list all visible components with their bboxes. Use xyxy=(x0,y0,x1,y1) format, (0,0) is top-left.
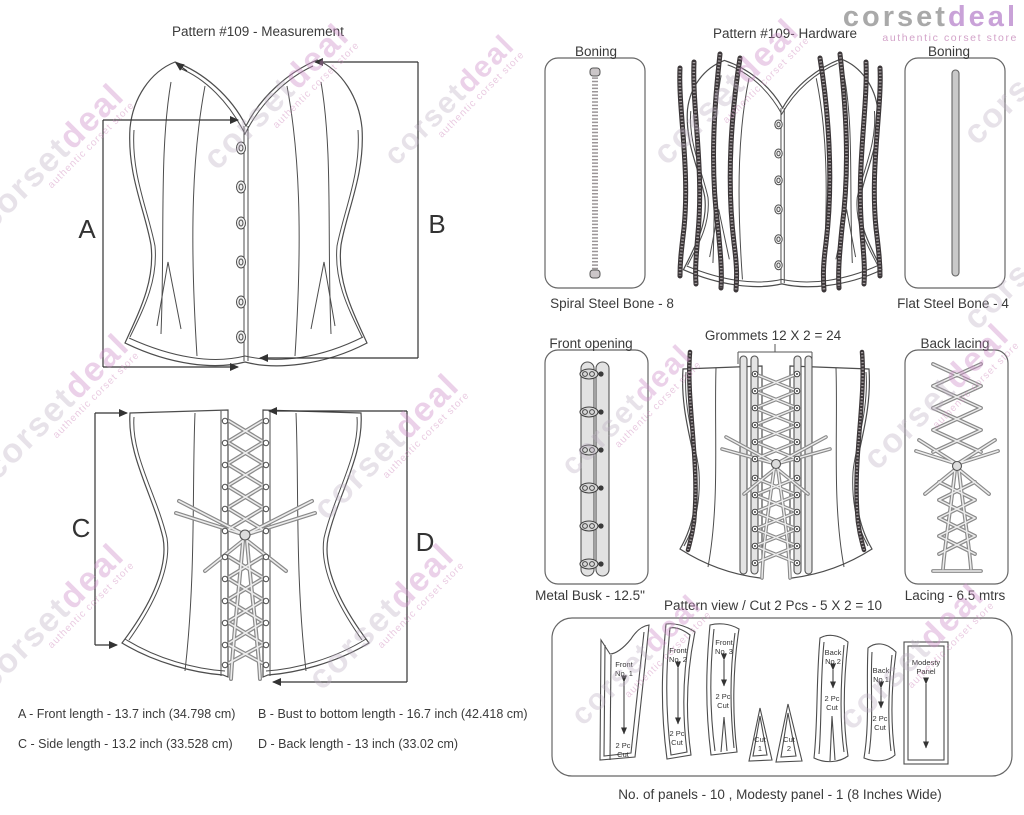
flat-steel-bone-drawing xyxy=(904,57,1006,289)
piece-front3-name-line1: Front xyxy=(715,638,733,647)
piece-front2-name-line1: Front xyxy=(669,646,687,655)
back-lacing-drawing xyxy=(904,349,1009,585)
note-back-length: D - Back length - 13 inch (33.02 cm) xyxy=(258,737,459,751)
piece-front1-cut-line1: 2 Pc xyxy=(615,741,630,750)
brand-logo-wordmark: corsetdeal xyxy=(843,3,1018,32)
piece-back1-name-line2: No.1 xyxy=(873,675,889,684)
flat-steel-bone-caption: Flat Steel Bone - 4 xyxy=(897,296,1009,311)
back-corset-measurement-drawing: C D xyxy=(72,407,435,686)
spiral-steel-bone-caption: Spiral Steel Bone - 8 xyxy=(550,296,674,311)
piece-front2-cut-line2: Cut xyxy=(671,738,684,747)
grommets-label: Grommets 12 X 2 = 24 xyxy=(704,328,842,343)
metal-busk-caption: Metal Busk - 12.5" xyxy=(535,588,645,603)
lacing-caption: Lacing - 6.5 mtrs xyxy=(904,588,1006,603)
piece-front2-cut-line1: 2 Pc xyxy=(669,729,684,738)
piece-cut1-label-line2: 1 xyxy=(758,744,762,753)
note-bust-to-bottom-length: B - Bust to bottom length - 16.7 inch (4… xyxy=(258,707,528,721)
piece-back2-cut-line2: Cut xyxy=(826,703,839,712)
boning-right-label: Boning xyxy=(927,44,971,59)
piece-front1-name-line1: Front xyxy=(615,660,633,669)
piece-back2-name-line1: Back xyxy=(825,648,842,657)
piece-cut2-label-line1: Cut xyxy=(783,735,796,744)
pattern-view-drawing: Front No. 1 2 Pc Cut Front No. 2 2 Pc Cu… xyxy=(551,617,1013,777)
front-opening-label: Front opening xyxy=(549,336,633,351)
measure-letter-c: C xyxy=(72,513,91,543)
piece-front3-cut-line2: Cut xyxy=(717,701,730,710)
piece-back1-name-line1: Back xyxy=(873,666,890,675)
measure-letter-b: B xyxy=(428,209,445,239)
piece-cut1-label-line1: Cut xyxy=(754,735,767,744)
brand-logo-part-deal: deal xyxy=(947,1,1018,33)
brand-logo: corsetdeal authentic corset store xyxy=(843,3,1018,44)
measure-letter-d: D xyxy=(416,527,435,557)
front-corset-measurement-drawing: A B xyxy=(78,58,446,371)
front-opening-busk-drawing xyxy=(544,349,649,585)
pattern-view-footer: No. of panels - 10 , Modesty panel - 1 (… xyxy=(618,787,942,802)
piece-modesty-name-line2: Panel xyxy=(916,667,936,676)
back-lacing-label: Back lacing xyxy=(920,336,990,351)
pattern-view-title: Pattern view / Cut 2 Pcs - 5 X 2 = 10 xyxy=(664,598,882,613)
piece-front1-cut-line2: Cut xyxy=(617,750,630,759)
measure-letter-a: A xyxy=(78,214,96,244)
piece-back1-cut-line1: 2 Pc xyxy=(872,714,887,723)
note-side-length: C - Side length - 13.2 inch (33.528 cm) xyxy=(18,737,233,751)
piece-front3-cut-line1: 2 Pc xyxy=(715,692,730,701)
piece-front1-name-line2: No. 1 xyxy=(615,669,633,678)
hardware-section-title: Pattern #109- Hardware xyxy=(712,26,858,41)
piece-modesty-name-line1: Modesty xyxy=(912,658,941,667)
brand-logo-part-corset: corset xyxy=(842,1,948,33)
piece-cut2-label-line2: 2 xyxy=(787,744,791,753)
brand-logo-tagline: authentic corset store xyxy=(882,32,1018,44)
piece-back2-name-line2: No.2 xyxy=(825,657,841,666)
grommets-back-corset-drawing xyxy=(679,344,873,580)
hardware-front-corset-drawing xyxy=(677,51,883,293)
piece-front2-name-line2: No. 2 xyxy=(669,655,687,664)
note-front-length: A - Front length - 13.7 inch (34.798 cm) xyxy=(18,707,236,721)
piece-back2-cut-line1: 2 Pc xyxy=(824,694,839,703)
measurement-section-title: Pattern #109 - Measurement xyxy=(172,24,344,39)
boning-left-label: Boning xyxy=(574,44,618,59)
piece-front3-name-line2: No. 3 xyxy=(715,647,733,656)
spiral-steel-bone-drawing xyxy=(544,57,646,289)
piece-back1-cut-line2: Cut xyxy=(874,723,887,732)
